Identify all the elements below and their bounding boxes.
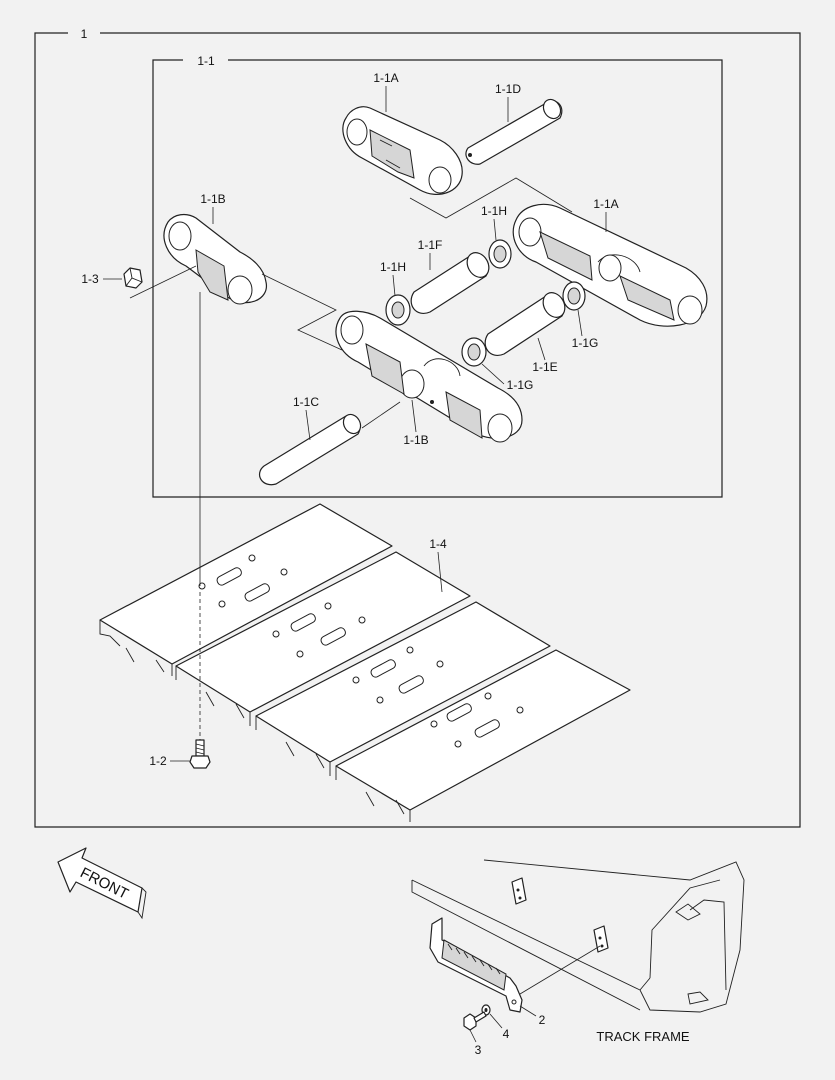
- shoe-plates-1-4: 1-4: [99, 503, 631, 822]
- label-nut: 1-3: [81, 272, 99, 286]
- seal-1-1h-left: 1-1H: [380, 260, 411, 326]
- bolt-1-2: 1-2: [149, 739, 211, 769]
- label-seal-h-right: 1-1H: [481, 204, 507, 218]
- seal-1-1h-right: 1-1H: [481, 204, 512, 269]
- label-link-assembly: 1-1: [197, 54, 215, 68]
- label-link-b-bottom: 1-1B: [403, 433, 428, 447]
- label-seal-h-left: 1-1H: [380, 260, 406, 274]
- label-shoe: 1-4: [429, 537, 447, 551]
- label-link-a-top: 1-1A: [373, 71, 398, 85]
- label-bushing-f: 1-1F: [418, 238, 443, 252]
- track-frame-label: TRACK FRAME: [596, 1029, 690, 1044]
- label-guard: 2: [539, 1013, 546, 1027]
- guard-2: 2: [429, 917, 601, 1027]
- connector-line-left: [261, 273, 343, 351]
- bushing-1-1f: 1-1F: [410, 238, 490, 314]
- bushing-1-1e: 1-1E: [484, 292, 566, 374]
- label-guard-bolt: 3: [475, 1043, 482, 1057]
- pin-1-1c: 1-1C: [259, 395, 401, 486]
- label-link-a-right: 1-1A: [593, 197, 618, 211]
- label-seal-g-right: 1-1G: [572, 336, 599, 350]
- pin-1-1d: 1-1D: [465, 82, 563, 165]
- label-bushing-e: 1-1E: [532, 360, 557, 374]
- front-arrow-icon: FRONT: [57, 847, 147, 920]
- assembly-frame: 1: [34, 27, 801, 828]
- seal-1-1g-right: 1-1G: [562, 281, 599, 350]
- label-washer: 4: [503, 1027, 510, 1041]
- link-1-1a-right: 1-1A: [512, 197, 708, 327]
- washer-4: 4: [481, 1004, 510, 1041]
- label-seal-g-left: 1-1G: [507, 378, 534, 392]
- link-1-1b-bottom: 1-1B: [335, 310, 523, 447]
- label-link-b-left: 1-1B: [200, 192, 225, 206]
- track-frame: TRACK FRAME: [411, 859, 745, 1044]
- label-pin-d: 1-1D: [495, 82, 521, 96]
- bolt-3: 3: [463, 1011, 487, 1057]
- connector-line-top: [409, 177, 573, 219]
- seal-1-1g-left: 1-1G: [461, 337, 534, 392]
- label-pin-c: 1-1C: [293, 395, 319, 409]
- link-assembly-frame: 1-1: [152, 54, 723, 498]
- link-1-1a-top: 1-1A: [342, 71, 463, 195]
- link-1-1b-left: 1-1B: [163, 192, 267, 305]
- label-bolt: 1-2: [149, 754, 167, 768]
- nut-1-3: 1-3: [81, 265, 197, 299]
- label-assembly: 1: [81, 27, 88, 41]
